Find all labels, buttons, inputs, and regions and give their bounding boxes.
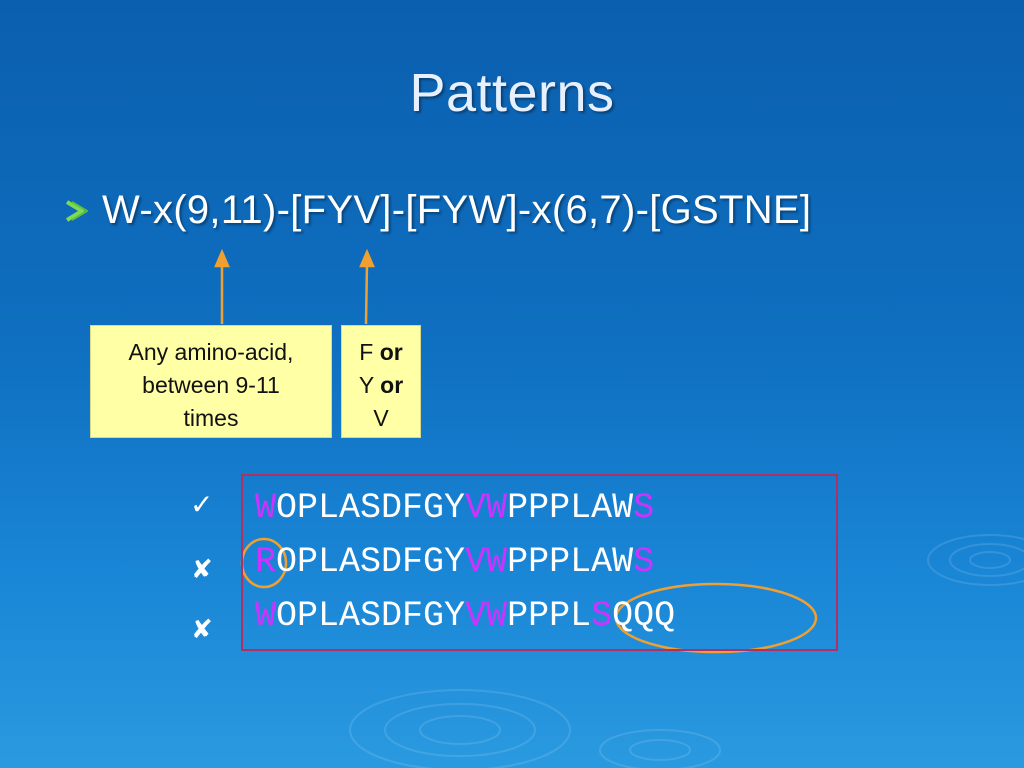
seq-text: OPLASDFGY xyxy=(276,542,466,582)
arrow-to-fyv xyxy=(364,261,369,325)
seq-text: PPPL xyxy=(507,596,592,636)
note-f-or-y-or-v: F or Y or V xyxy=(341,325,421,438)
seq-highlight: S xyxy=(591,596,613,636)
seq-highlight: VW xyxy=(465,596,508,636)
note-line: times xyxy=(183,405,239,431)
seq-text: PPPLAW xyxy=(507,488,634,528)
pattern-text: W-x(9,11)-[FYV]-[FYW]-x(6,7)-[GSTNE] xyxy=(102,188,812,232)
seq-highlight: VW xyxy=(465,542,508,582)
sequence-line-mismatch-start: ROPLASDFGYVWPPPLAWS xyxy=(255,542,654,582)
cross-icon: ✘ xyxy=(191,614,213,644)
seq-highlight: S xyxy=(633,542,655,582)
sequence-line-mismatch-end: WOPLASDFGYVWPPPLSQQQ xyxy=(255,596,675,636)
circle-mismatch-end xyxy=(614,582,818,654)
seq-text: PPPLAW xyxy=(507,542,634,582)
sequence-line-match: WOPLASDFGYVWPPPLAWS xyxy=(255,488,654,528)
seq-highlight: W xyxy=(255,488,277,528)
seq-highlight: S xyxy=(633,488,655,528)
note-or: or xyxy=(379,339,403,365)
arrow-bullet-icon xyxy=(65,199,88,222)
note-line: Any amino-acid, xyxy=(128,339,294,365)
sequence-box: WOPLASDFGYVWPPPLAWS ROPLASDFGYVWPPPLAWS … xyxy=(241,474,838,651)
seq-text: OPLASDFGY xyxy=(276,596,466,636)
seq-text: QQQ xyxy=(612,596,676,636)
seq-text: OPLASDFGY xyxy=(276,488,466,528)
note-letter: Y xyxy=(358,372,381,398)
cross-icon: ✘ xyxy=(191,554,213,584)
seq-highlight: VW xyxy=(465,488,508,528)
note-letter: V xyxy=(373,405,389,431)
note-or: or xyxy=(380,372,404,398)
pattern-bullet: W-x(9,11)-[FYV]-[FYW]-x(6,7)-[GSTNE] xyxy=(62,188,811,233)
slide-title: Patterns xyxy=(409,63,615,123)
note-line: between 9-11 xyxy=(142,372,280,398)
seq-highlight: R xyxy=(255,542,277,582)
seq-highlight: W xyxy=(255,596,277,636)
check-icon: ✓ xyxy=(190,489,214,520)
note-any-amino-acid: Any amino-acid, between 9-11 times xyxy=(90,325,332,438)
note-letter: F xyxy=(359,339,380,365)
